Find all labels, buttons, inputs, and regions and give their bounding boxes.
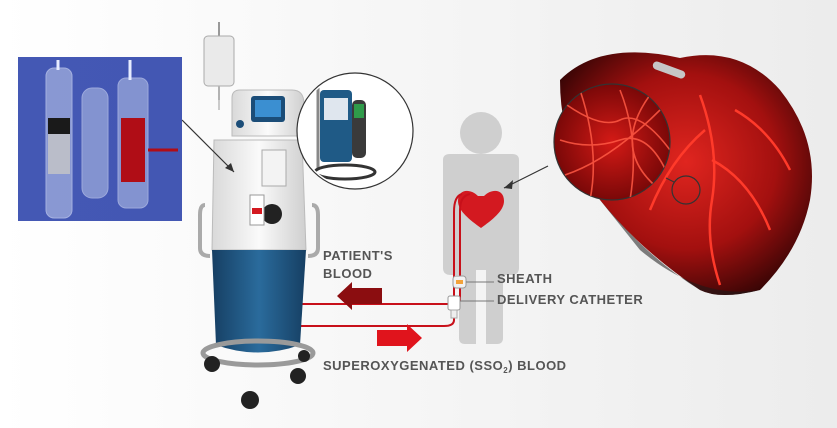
catheter-connector: [447, 295, 461, 319]
inset-pointer-head: [225, 163, 234, 172]
iv-bag-icon: [203, 35, 235, 87]
heart-arrow-head: [504, 180, 513, 189]
sso2-console-machine: [198, 22, 320, 409]
heart-icon: [458, 190, 504, 228]
capillary-zoom: [553, 83, 671, 201]
delivery-catheter-label: DELIVERY CATHETER: [497, 292, 644, 307]
sso2-suffix: ) BLOOD: [508, 358, 567, 373]
flow-arrow-right-icon: [377, 324, 422, 352]
flow-arrow-left-icon: [337, 282, 382, 310]
sheath-label: SHEATH: [497, 271, 553, 286]
inset-pointer: [181, 119, 235, 173]
patients-blood-label: PATIENT'S BLOOD: [323, 247, 393, 283]
patients-blood-line1: PATIENT'S: [323, 248, 393, 263]
sso2-prefix: SUPEROXYGENATED (SSO: [323, 358, 504, 373]
cartridge-inset: [18, 57, 182, 221]
sheath-connector: [452, 275, 467, 289]
mobile-unit-inset: [296, 72, 414, 190]
patients-blood-line2: BLOOD: [323, 266, 373, 281]
superoxygenated-blood-label: SUPEROXYGENATED (SSO2) BLOOD: [323, 358, 567, 375]
sso2-subscript: 2: [503, 366, 509, 375]
